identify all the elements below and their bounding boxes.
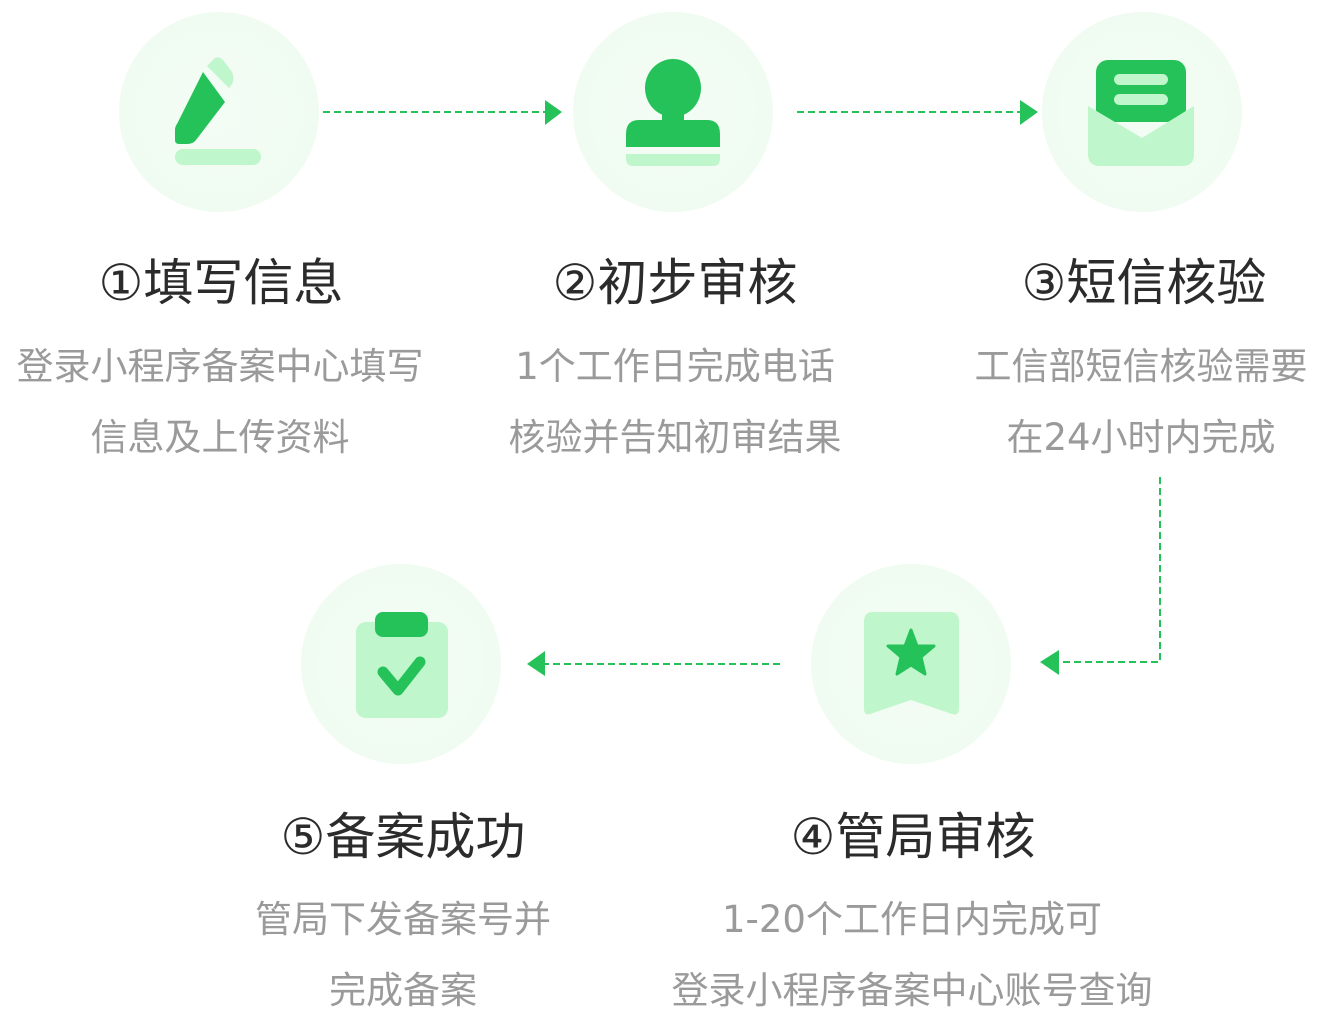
arrowhead-icon [1040, 650, 1059, 675]
step-3-icon-circle [1042, 12, 1242, 212]
step-2-desc-line-1: 1个工作日完成电话 [515, 345, 835, 388]
step-1-desc-line-2: 信息及上传资料 [90, 416, 350, 459]
arrow-3-to-4 [1058, 477, 1161, 663]
step-3-desc-line-1: 工信部短信核验需要 [974, 345, 1308, 388]
step-3-title: ③短信核验 [1021, 254, 1267, 312]
step-2-icon-circle [573, 12, 773, 212]
step-3-desc-line-2: 在24小时内完成 [1006, 416, 1276, 459]
step-1-title: ①填写信息 [98, 254, 344, 312]
clipboard-check-icon [356, 612, 448, 718]
step-4-title: ④管局审核 [790, 808, 1036, 866]
arrowhead-icon [527, 651, 545, 676]
stamp-icon [626, 59, 720, 166]
star-bookmark-icon [864, 612, 959, 715]
step-2-title: ②初步审核 [552, 254, 798, 312]
step-4-icon-circle [811, 564, 1011, 764]
step-5-desc-line-1: 管局下发备案号并 [255, 898, 551, 941]
step-5-title: ⑤备案成功 [280, 808, 526, 866]
step-4-desc-line-1: 1-20个工作日内完成可 [722, 898, 1102, 941]
step-1-desc-line-1: 登录小程序备案中心填写 [16, 345, 424, 388]
envelope-icon [1088, 60, 1194, 166]
step-4-desc-line-2: 登录小程序备案中心账号查询 [671, 969, 1153, 1012]
pencil-icon [175, 57, 261, 165]
arrowhead-icon [545, 100, 562, 125]
step-5-icon-circle [301, 564, 501, 764]
arrowhead-icon [1020, 100, 1038, 125]
step-5-desc-line-2: 完成备案 [329, 969, 477, 1012]
step-1-icon-circle [119, 12, 319, 212]
step-2-desc-line-2: 核验并告知初审结果 [508, 416, 842, 459]
